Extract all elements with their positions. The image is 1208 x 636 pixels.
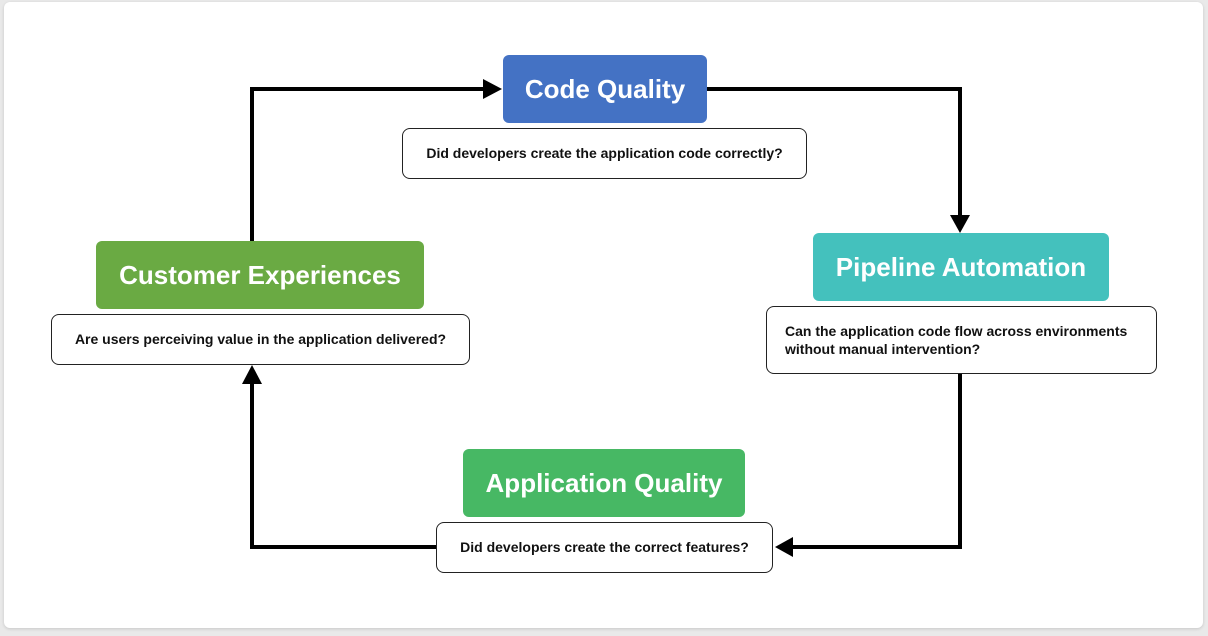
connector-customer-to-code [250,87,484,241]
question-code-quality: Did developers create the application co… [402,128,807,179]
arrowhead-left [775,537,793,557]
arrowhead-right [483,79,502,99]
stage-title-pipeline-automation: Pipeline Automation [813,233,1109,301]
connector-application-to-customer [250,382,436,549]
arrowhead-up [242,365,262,384]
connector-code-to-pipeline [707,87,962,216]
stage-title-code-quality: Code Quality [503,55,707,123]
connector-pipeline-to-application [792,374,962,549]
arrowhead-down [950,215,970,233]
question-pipeline-automation: Can the application code flow across env… [766,306,1157,374]
stage-title-application-quality: Application Quality [463,449,745,517]
stage-title-customer-experiences: Customer Experiences [96,241,424,309]
question-application-quality: Did developers create the correct featur… [436,522,773,573]
question-customer-experiences: Are users perceiving value in the applic… [51,314,470,365]
